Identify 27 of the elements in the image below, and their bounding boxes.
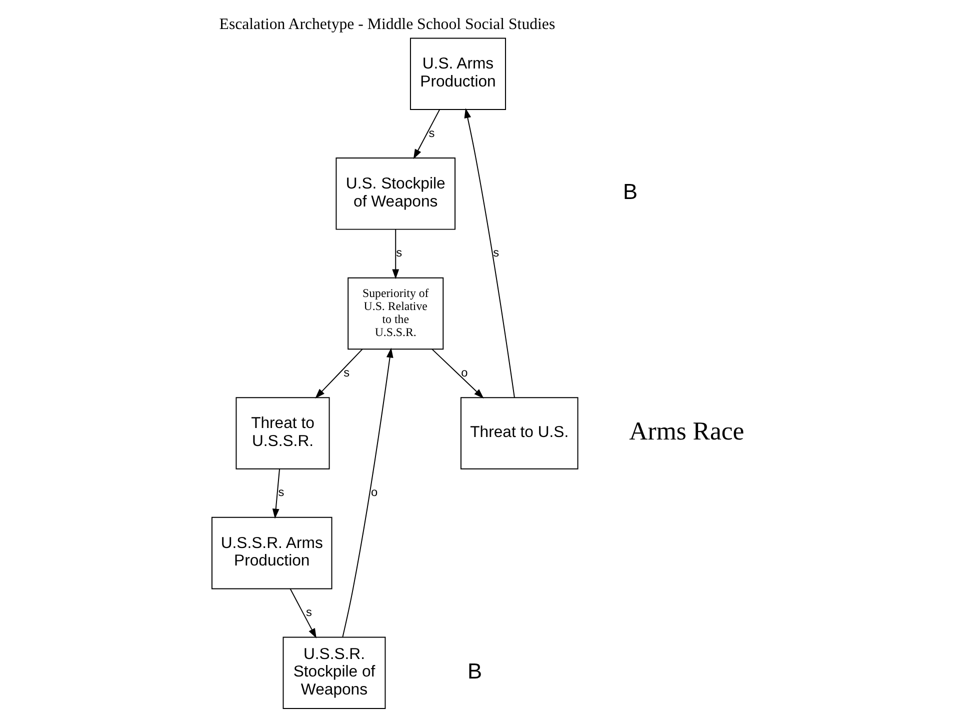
arrow	[314, 348, 362, 398]
arrow	[464, 108, 514, 398]
edge-label: s	[306, 605, 312, 620]
arrow	[412, 109, 440, 160]
node-box: U.S.S.R. Stockpile of Weapons	[282, 636, 386, 709]
node-box: Threat to U.S.S.R.	[235, 397, 330, 470]
node-box: Threat to U.S.	[460, 397, 578, 470]
diagram-title: Escalation Archetype - Middle School Social Studies	[218, 16, 555, 34]
edge-label: s	[428, 126, 434, 140]
edge-label: s	[492, 246, 499, 260]
edge-label: s	[343, 365, 350, 380]
node-box: U.S.S.R. Arms Production	[210, 516, 332, 590]
arrow	[392, 228, 399, 280]
label: B	[622, 179, 638, 204]
arrow	[342, 348, 393, 638]
edge-label: o	[460, 365, 468, 380]
label: Arms Race	[628, 416, 744, 446]
node-box: U.S. Arms Production	[409, 38, 506, 110]
edge-label: s	[396, 246, 402, 260]
node-box: U.S. Stockpile of Weapons	[335, 158, 456, 230]
label: B	[467, 658, 482, 684]
arrow	[431, 348, 484, 398]
arrow	[289, 588, 316, 638]
edge-label: s	[278, 485, 284, 500]
arrow	[272, 468, 280, 519]
node-box: Superiority of U.S. Relative to the U.S.S.R.	[347, 277, 444, 350]
edge-label: o	[370, 485, 378, 500]
